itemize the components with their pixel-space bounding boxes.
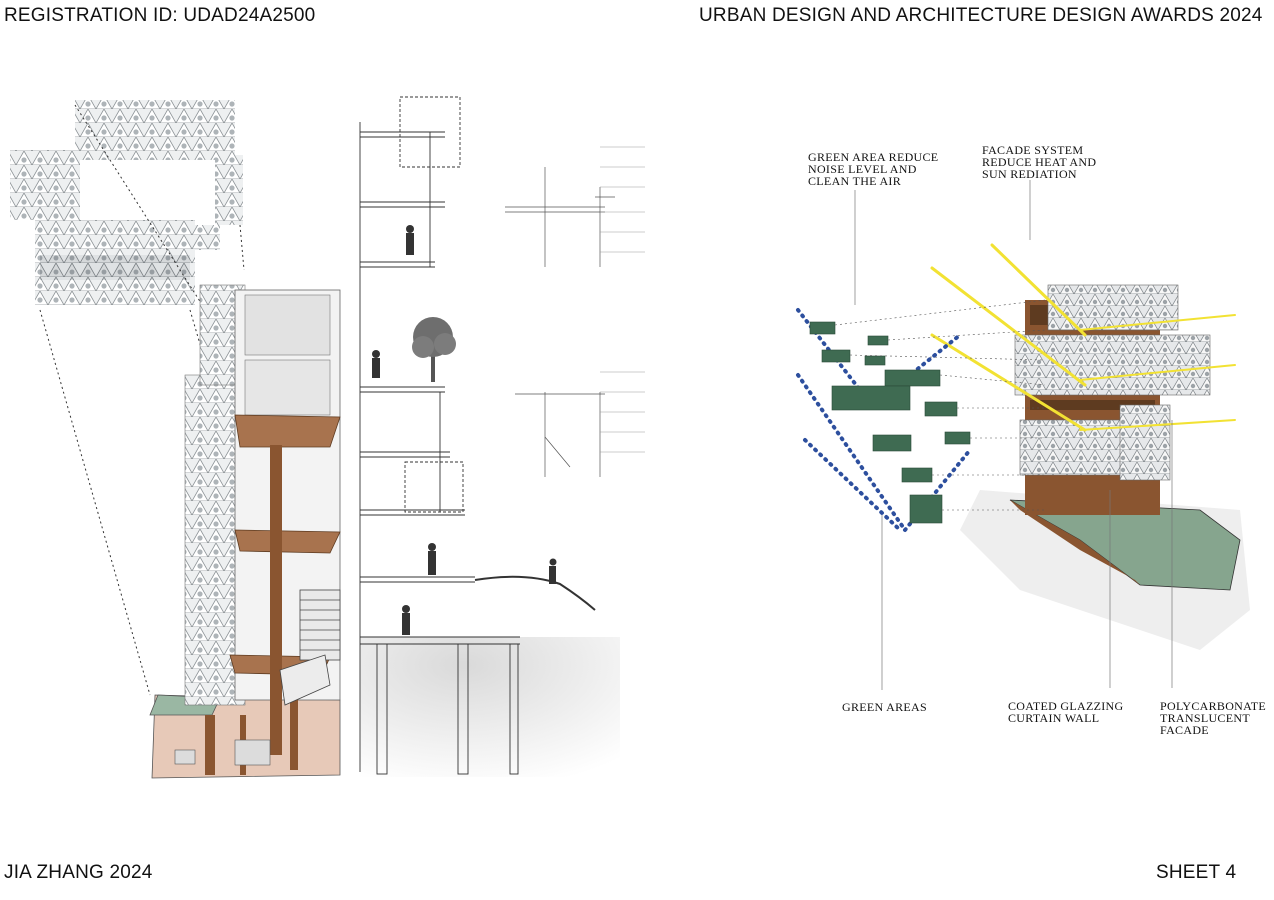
polycarbonate-label: POLYCARBONATE TRANSLUCENT FACADE <box>1160 699 1267 737</box>
wall-details <box>505 167 615 477</box>
sun-rays <box>930 243 1236 432</box>
author-credit: JIA ZHANG 2024 <box>4 862 153 883</box>
sheet-title: URBAN DESIGN AND ARCHITECTURE DESIGN AWA… <box>699 5 1263 26</box>
coated-glazing-label: COATED GLAZZING CURTAIN WALL <box>1008 699 1124 725</box>
tower-body <box>149 284 341 779</box>
building-section <box>359 96 596 775</box>
exploded-facade-panels <box>10 100 243 305</box>
green-block-connectors <box>834 299 1046 511</box>
green-area-reduce-label: GREEN AREA REDUCE NOISE LEVEL AND CLEAN … <box>808 150 939 188</box>
tree <box>412 317 456 382</box>
green-area-blocks <box>809 321 971 524</box>
facade-system-diagram <box>796 180 1250 690</box>
sheet-number: SHEET 4 <box>1156 862 1237 883</box>
section-detail-drawing <box>359 96 645 777</box>
annotation-leaders <box>600 146 645 453</box>
leader-lines <box>854 180 1173 690</box>
facade-system-label: FACADE SYSTEM REDUCE HEAT AND SUN REDIAT… <box>982 143 1097 181</box>
registration-id: REGISTRATION ID: UDAD24A2500 <box>4 5 316 26</box>
human-figures <box>372 225 557 635</box>
tower-axonometric-drawing <box>10 100 341 779</box>
green-areas-label: GREEN AREAS <box>842 700 927 714</box>
polycarbonate-facade <box>1014 284 1211 481</box>
